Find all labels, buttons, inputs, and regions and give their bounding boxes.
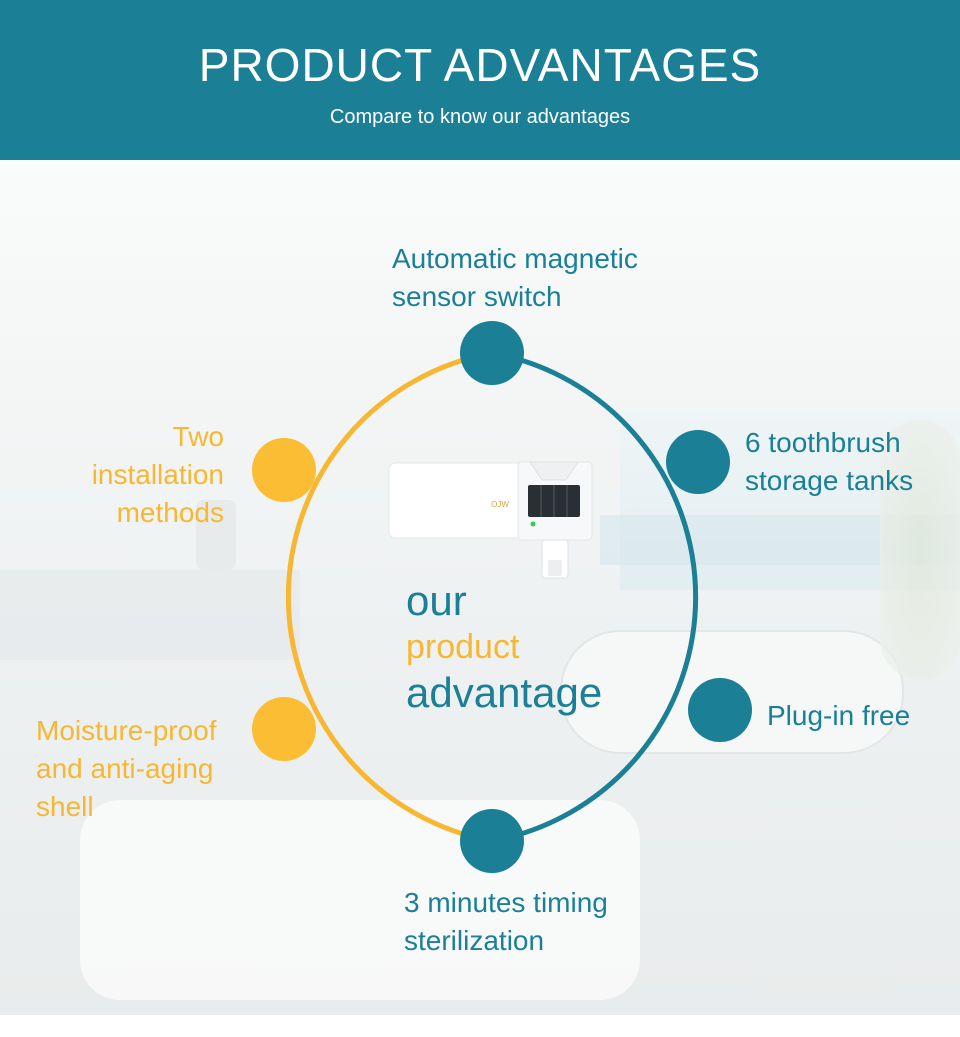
center-line2: product xyxy=(406,628,520,666)
product-brand: OJW xyxy=(491,500,509,509)
center-line3: advantage xyxy=(406,669,603,716)
feature-upper-right: 6 toothbrush storage tanks xyxy=(745,427,914,496)
bg-vase xyxy=(196,500,236,570)
page-title: PRODUCT ADVANTAGES xyxy=(198,39,762,91)
bg-plant xyxy=(880,420,960,680)
feature-lower-right: Plug-in free xyxy=(767,700,911,731)
center-title: our product advantage xyxy=(406,578,602,716)
node-top xyxy=(460,321,524,385)
node-upper-left xyxy=(252,438,316,502)
bg-counter xyxy=(0,570,300,660)
product-image: OJW xyxy=(388,461,593,579)
node-bottom xyxy=(460,809,524,873)
feature-top: Automatic magnetic sensor switch xyxy=(392,243,638,312)
node-upper-right xyxy=(666,430,730,494)
header-banner: PRODUCT ADVANTAGES Compare to know our a… xyxy=(0,0,960,160)
node-lower-left xyxy=(252,697,316,761)
feature-upper-left: Two installation methods xyxy=(91,421,224,528)
center-line1: our xyxy=(406,577,467,624)
node-lower-right xyxy=(688,678,752,742)
feature-lower-left: Moisture-proof and anti-aging shell xyxy=(36,715,217,822)
feature-bottom: 3 minutes timing sterilization xyxy=(404,887,608,956)
page-subtitle: Compare to know our advantages xyxy=(329,106,631,128)
ring-arc-teal xyxy=(491,350,699,844)
bg-rug xyxy=(80,800,640,1000)
ring-arc-gold xyxy=(285,350,493,844)
